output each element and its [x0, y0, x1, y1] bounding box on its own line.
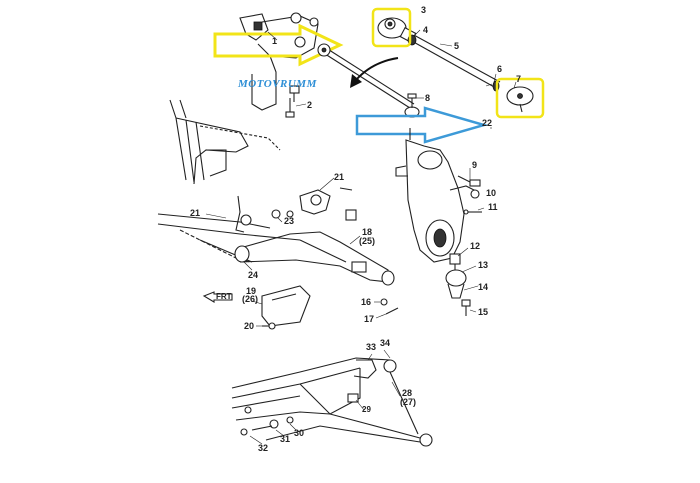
part-number-labels: 1 2 3 4 5 6 7 8 9 10 11 12 13 14 15 16 1…	[190, 5, 521, 453]
label-part-18: 18	[362, 227, 372, 237]
label-part-18-alt: (25)	[359, 236, 375, 246]
label-part-12: 12	[470, 241, 480, 251]
skid-plate-19	[261, 285, 311, 327]
label-part-21-upper: 21	[334, 172, 344, 182]
label-part-3: 3	[421, 5, 426, 15]
highlight-box-left	[371, 7, 412, 48]
label-part-4: 4	[423, 25, 428, 35]
label-part-21-left: 21	[190, 208, 200, 218]
tie-rod-outer	[377, 17, 534, 113]
label-part-31: 31	[280, 434, 290, 444]
blue-arrow	[355, 106, 489, 144]
label-part-10: 10	[486, 188, 496, 198]
label-part-28-alt: (27)	[400, 397, 416, 407]
frame-rails	[169, 99, 281, 185]
bolt-20	[262, 322, 276, 330]
label-part-28: 28	[402, 388, 412, 398]
label-part-1: 1	[272, 36, 277, 46]
pointer-arrow	[350, 57, 399, 88]
tie-rod-inner	[317, 43, 420, 118]
label-part-11: 11	[488, 202, 498, 212]
label-part-20: 20	[244, 321, 254, 331]
front-marker-label: FRT	[216, 292, 232, 301]
lower-a-arm	[231, 357, 433, 447]
label-part-30: 30	[294, 428, 304, 438]
label-part-14: 14	[478, 282, 488, 292]
label-part-32: 32	[258, 443, 268, 453]
label-part-29: 29	[362, 405, 371, 414]
frame-upper-bracket	[239, 12, 319, 111]
label-part-9: 9	[472, 160, 477, 170]
upper-a-arm	[157, 187, 357, 263]
watermark-text: MOTOVRUMM	[237, 78, 318, 90]
bolt-9-10	[457, 175, 481, 199]
highlight-box-right	[495, 77, 545, 119]
label-part-34: 34	[380, 338, 390, 348]
pin-11	[463, 209, 482, 215]
ball-joint-12-15	[445, 253, 471, 316]
leader-lines	[205, 29, 517, 445]
label-part-22: 22	[482, 118, 492, 128]
label-part-16: 16	[361, 297, 371, 307]
label-part-6: 6	[497, 64, 502, 74]
steering-knuckle	[395, 128, 479, 263]
label-part-2: 2	[307, 100, 312, 110]
washer-16-17	[380, 298, 399, 315]
nut-1	[289, 85, 300, 102]
label-part-23: 23	[284, 216, 294, 226]
label-part-24: 24	[248, 270, 258, 280]
label-part-15: 15	[478, 307, 488, 317]
front-arrow-marker: FRT	[202, 291, 233, 303]
label-part-19-alt: (26)	[242, 294, 258, 304]
label-part-17: 17	[364, 314, 374, 324]
label-part-19: 19	[246, 286, 256, 296]
bolt-8	[407, 93, 417, 108]
bolt-2	[285, 98, 295, 118]
label-part-8: 8	[425, 93, 430, 103]
label-part-5: 5	[454, 41, 459, 51]
label-part-33: 33	[366, 342, 376, 352]
label-part-13: 13	[478, 260, 488, 270]
lower-arm-link-18	[234, 231, 395, 286]
label-part-7: 7	[516, 74, 521, 84]
